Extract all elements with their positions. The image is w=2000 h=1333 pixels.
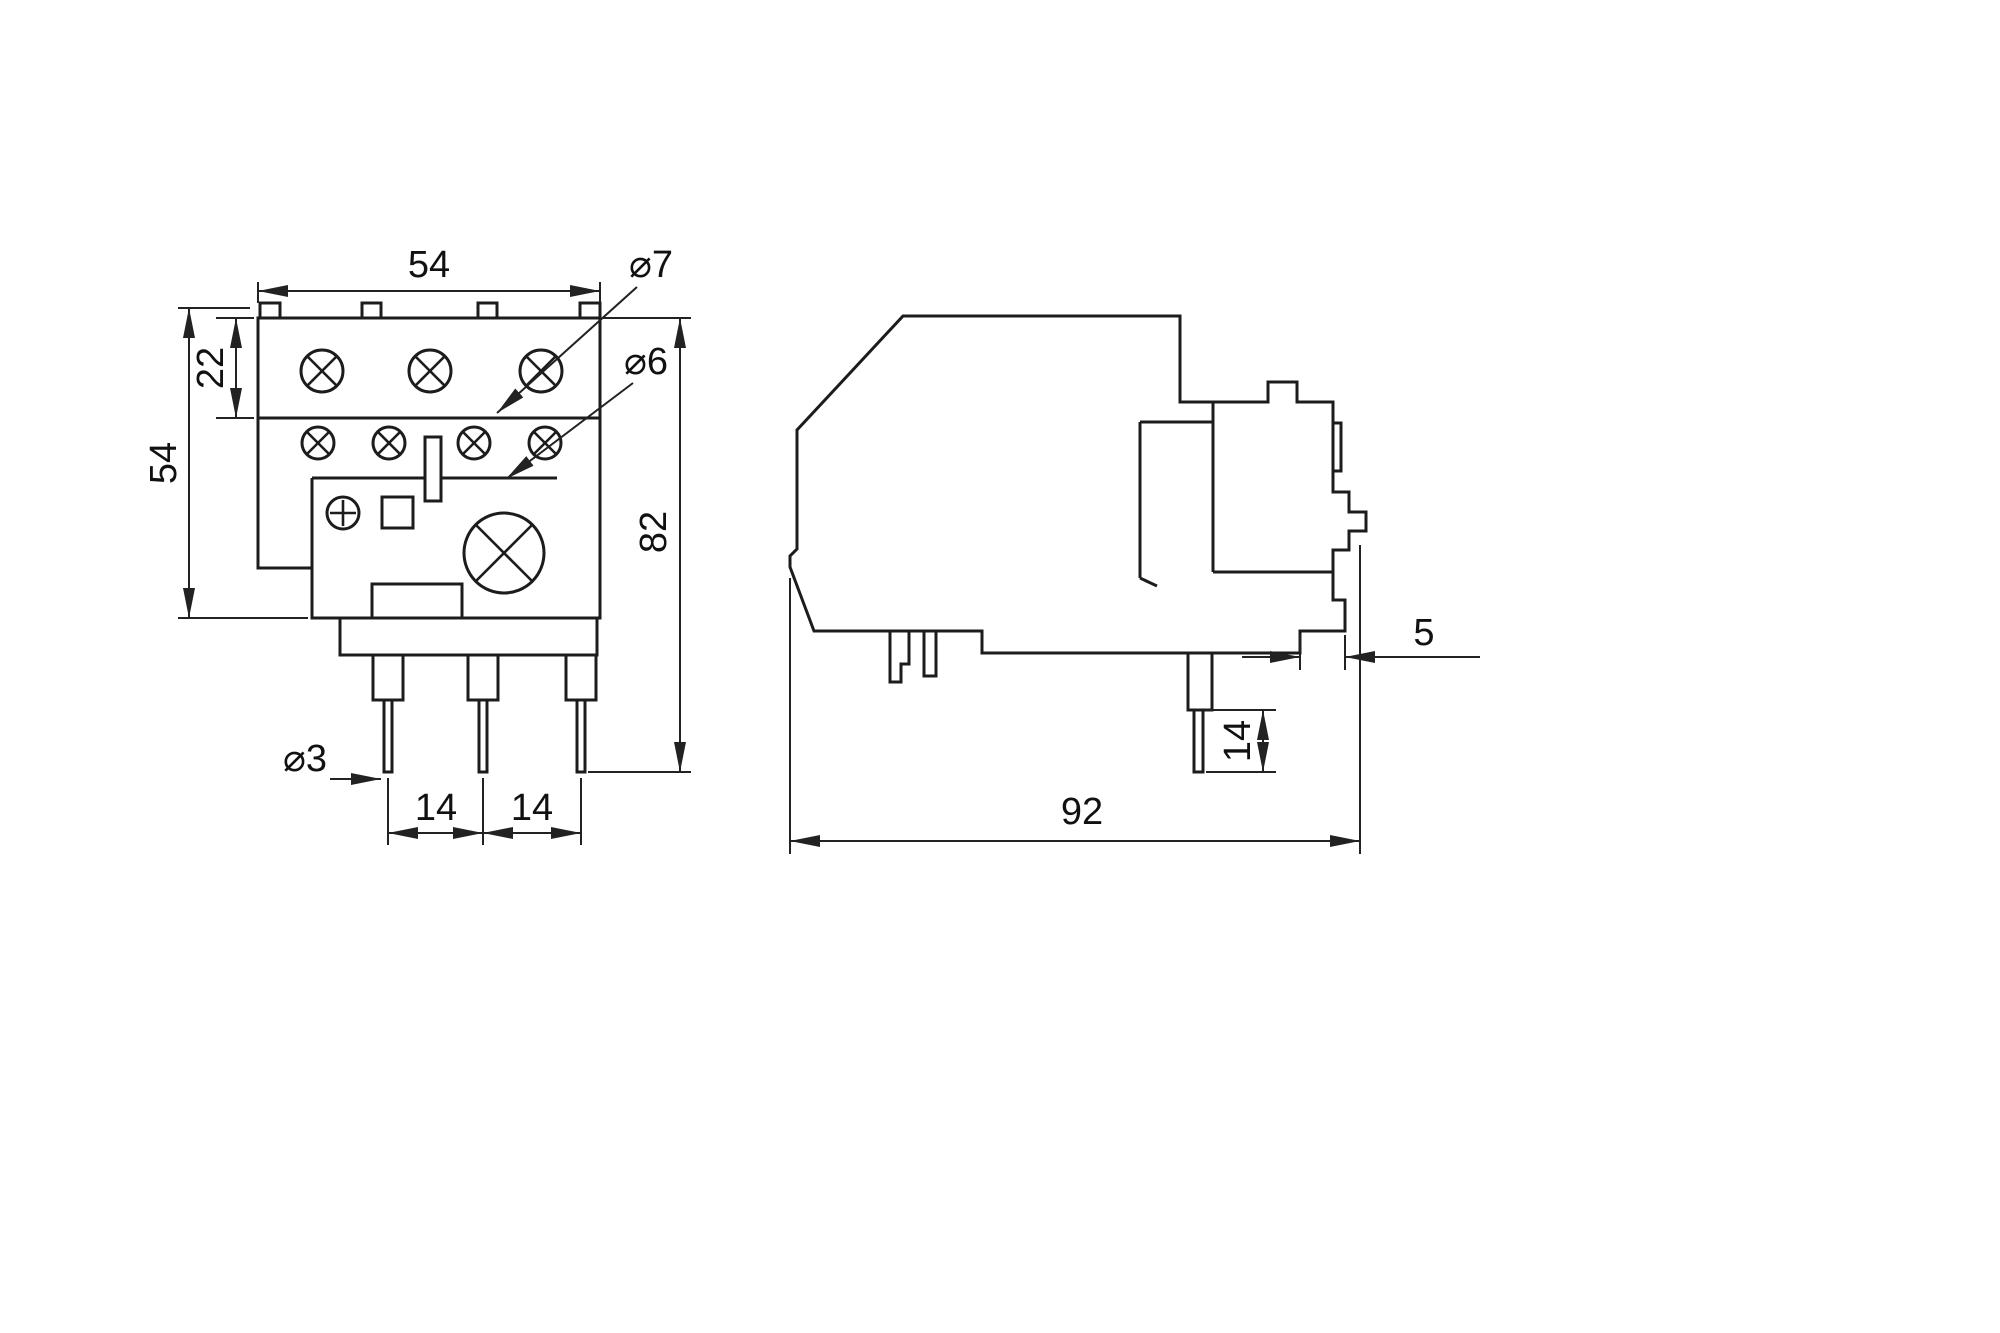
dim-label: 14: [511, 787, 553, 829]
dim-label: ⌀3: [283, 738, 327, 780]
reset-block: [370, 582, 464, 620]
screw-slot: [414, 355, 446, 387]
screw-slot: [306, 355, 338, 387]
pin-holder: [1186, 651, 1214, 712]
pin-holder: [564, 653, 598, 702]
dim-label: 14: [415, 787, 457, 829]
snap-hook: [888, 631, 911, 684]
tab: [476, 301, 499, 320]
dim-label: 14: [1217, 720, 1259, 762]
screw-small: [300, 425, 336, 461]
screw-plus: [325, 495, 361, 531]
pin-holder: [466, 653, 500, 702]
front-face-chamfer: [1139, 576, 1158, 588]
dim-label: 54: [408, 244, 450, 286]
dim-top-width-54: 54: [257, 244, 601, 303]
pin: [382, 698, 394, 774]
screw-slot: [377, 431, 401, 455]
dim-terminal-screw-dia: ⌀7: [496, 244, 673, 414]
screw-slot: [306, 431, 330, 455]
leader-line: [496, 286, 638, 414]
test-button: [380, 495, 415, 530]
tab: [258, 301, 282, 320]
tab: [360, 301, 383, 320]
aux-screws: [300, 425, 563, 461]
dim-pin-dia: ⌀3: [283, 738, 381, 785]
dim-total-height-82: 82: [588, 317, 691, 773]
dim-body-height-54: 54: [143, 307, 308, 619]
dim-label: 22: [190, 347, 232, 389]
screw-small: [527, 425, 563, 461]
dim-label: 92: [1061, 791, 1103, 833]
dim-terminal-height-22: 22: [190, 317, 254, 419]
dim-label: 82: [633, 511, 675, 553]
side-view: 5 14 92: [788, 314, 1480, 854]
front-view: 54 ⌀7 22 54 ⌀6 82: [143, 244, 691, 845]
tab: [578, 301, 602, 320]
dim-overall-depth-92: 92: [789, 545, 1361, 854]
dial-slot: [475, 524, 533, 582]
dim-pin-length-14: 14: [1206, 709, 1276, 773]
side-edge-step: [1331, 421, 1343, 473]
setting-slider: [423, 435, 443, 503]
pin-holder: [371, 653, 405, 702]
pin: [575, 698, 587, 774]
dim-label: ⌀6: [624, 341, 668, 383]
pin: [1192, 708, 1205, 774]
dim-label: 5: [1413, 612, 1434, 654]
side-body-outline: [788, 314, 1368, 655]
dim-rail-offset-5: 5: [1242, 612, 1480, 670]
dim-label: 54: [143, 442, 185, 484]
front-top-tabs: [258, 301, 602, 320]
screw-large: [407, 348, 453, 394]
dim-label: ⌀7: [629, 244, 673, 286]
adjust-dial: [462, 511, 546, 595]
dim-pin-pitch: 14 14: [387, 778, 582, 845]
pin: [477, 698, 489, 774]
leader-line: [505, 382, 634, 480]
screw-large: [299, 348, 345, 394]
screw-slot: [533, 431, 557, 455]
terminal-screws: [299, 348, 564, 394]
screw-small: [456, 425, 492, 461]
bottom-flange: [338, 616, 599, 657]
dim-aux-screw-dia: ⌀6: [505, 341, 668, 480]
screw-slot: [462, 431, 486, 455]
screw-large: [518, 348, 564, 394]
screw-slot: [525, 355, 557, 387]
screw-small: [371, 425, 407, 461]
snap-hook: [922, 631, 938, 678]
